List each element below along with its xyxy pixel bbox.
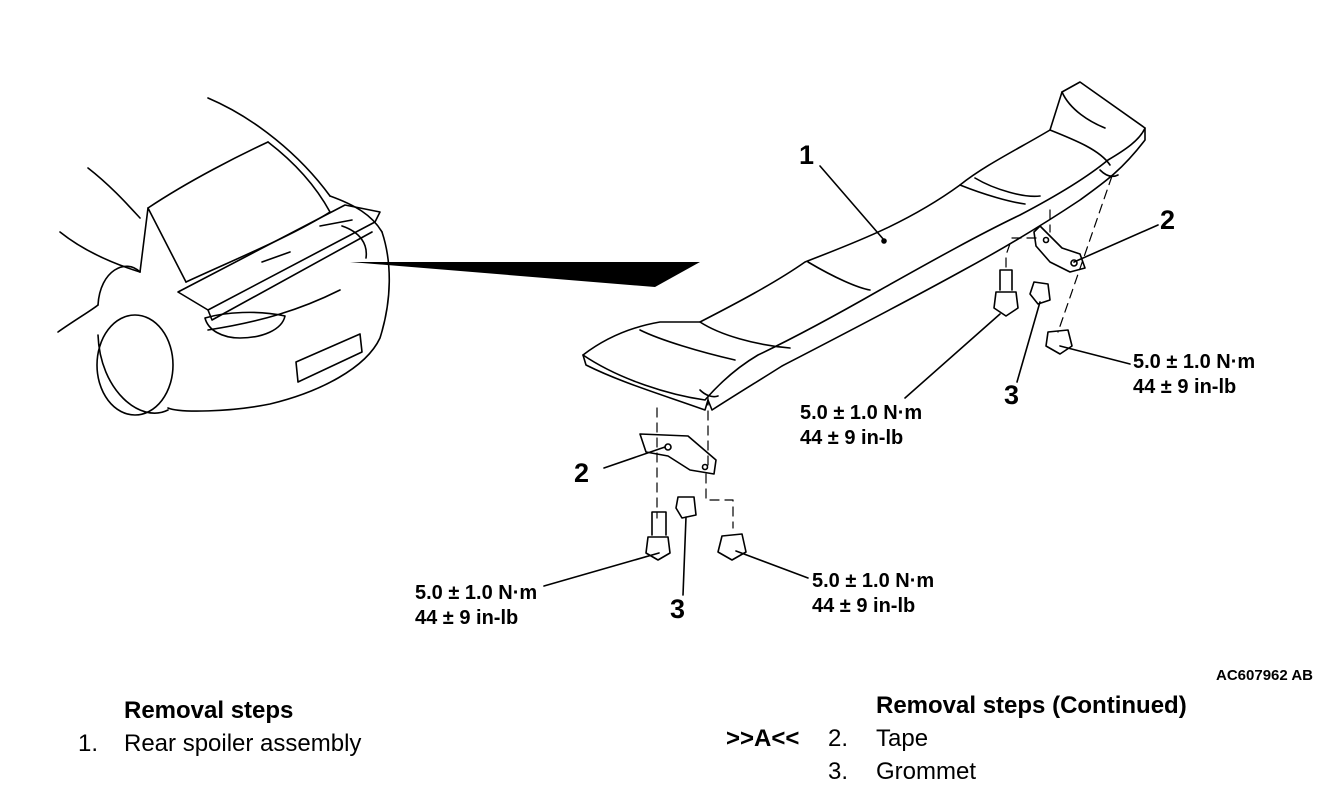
callout-tape-left: 2 [574,458,589,488]
car-rear-illustration [57,97,391,416]
left-hardware [639,433,747,561]
torque-lower-nut-imperial: 44 ± 9 in-lb [812,595,915,617]
right-hardware [993,225,1086,355]
callout-grommet-left: 3 [670,594,685,624]
removal-step-item: 3. Grommet [726,755,1187,788]
step-label: Grommet [876,758,977,785]
removal-steps-continued-heading: Removal steps (Continued) [876,692,1187,719]
callout-spoiler: 1 [799,140,814,170]
removal-steps-continued: Removal steps (Continued) >>A<< 2. Tape … [726,689,1187,788]
step-marker: >>A<< [726,725,800,752]
callout-grommet-right: 3 [1004,380,1019,410]
step-number: 1. [78,730,99,757]
torque-upper-nut-metric: 5.0 ± 1.0 N·m [1133,351,1255,373]
torque-upper-bolt-imperial: 44 ± 9 in-lb [800,427,903,449]
pointer-arrow [350,262,700,287]
step-label: Rear spoiler assembly [124,730,362,757]
torque-upper-bolt-metric: 5.0 ± 1.0 N·m [800,402,922,424]
torque-lower-bolt-imperial: 44 ± 9 in-lb [415,607,518,629]
torque-upper-nut-imperial: 44 ± 9 in-lb [1133,376,1236,398]
torque-lower-nut-metric: 5.0 ± 1.0 N·m [812,570,934,592]
callout-tape-right: 2 [1160,205,1175,235]
torque-lower-bolt-metric: 5.0 ± 1.0 N·m [415,582,537,604]
leader-lines [543,165,1159,596]
removal-step-item: >>A<< 2. Tape [726,722,1187,755]
step-number: 2. [828,725,849,752]
removal-steps: Removal steps 1. Rear spoiler assembly [78,694,361,760]
removal-step-item: 1. Rear spoiler assembly [78,727,361,760]
removal-steps-heading: Removal steps [124,697,294,724]
figure-code: AC607962 AB [1216,667,1313,684]
assembly-guides [656,175,1113,529]
step-number: 3. [828,758,849,785]
step-marker [726,755,828,788]
step-label: Tape [876,725,929,752]
